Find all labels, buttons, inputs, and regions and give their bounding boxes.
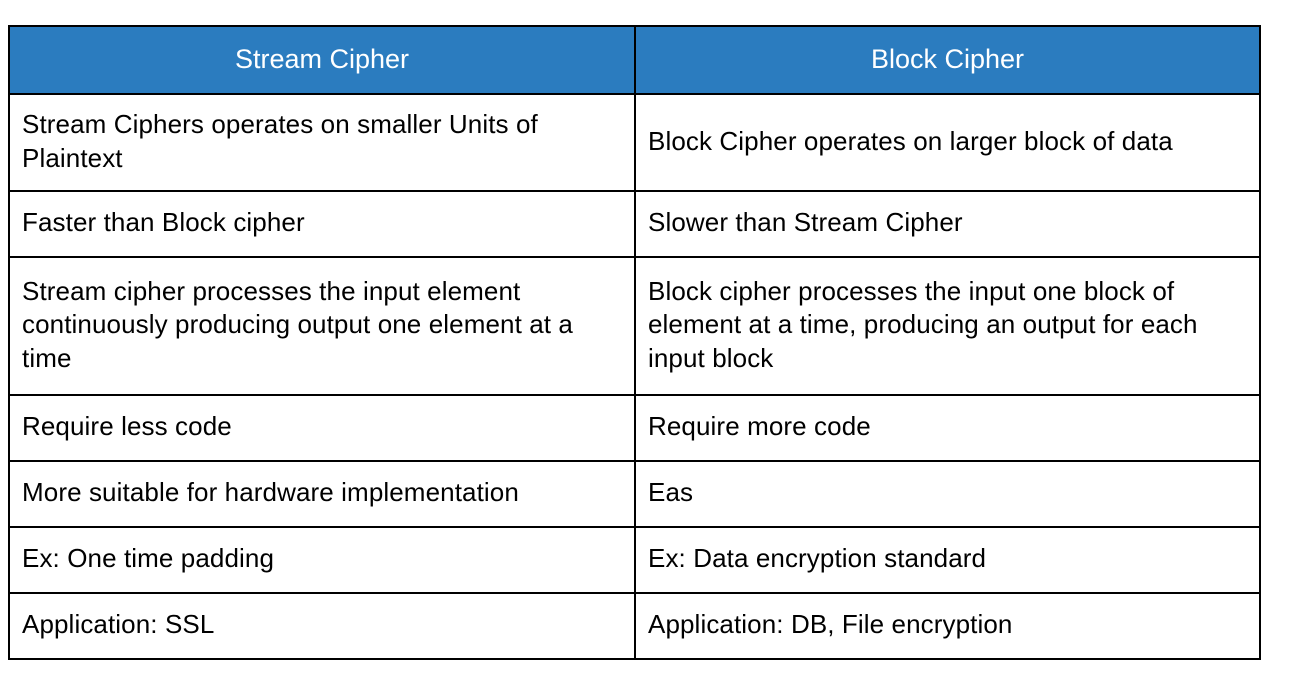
table-row: Faster than Block cipher Slower than Str… (8, 190, 1261, 258)
table-body: Stream Ciphers operates on smaller Units… (8, 93, 1261, 660)
cell-block-processing: Block cipher processes the input one blo… (634, 256, 1261, 396)
cell-stream-implementation: More suitable for hardware implementatio… (8, 460, 636, 528)
cell-stream-code-size: Require less code (8, 394, 636, 462)
table-header: Stream Cipher Block Cipher (8, 25, 1261, 95)
cell-block-speed: Slower than Stream Cipher (634, 190, 1261, 258)
table-row: Stream cipher processes the input elemen… (8, 256, 1261, 396)
cell-stream-operates-units: Stream Ciphers operates on smaller Units… (8, 93, 636, 192)
table-row: Application: SSL Application: DB, File e… (8, 592, 1261, 660)
cipher-comparison-table: Stream Cipher Block Cipher Stream Cipher… (8, 25, 1261, 660)
cell-block-example: Ex: Data encryption standard (634, 526, 1261, 594)
cell-stream-speed: Faster than Block cipher (8, 190, 636, 258)
cell-block-application: Application: DB, File encryption (634, 592, 1261, 660)
table-row: More suitable for hardware implementatio… (8, 460, 1261, 528)
column-header-block-cipher: Block Cipher (634, 25, 1261, 95)
cell-block-implementation: Eas (634, 460, 1261, 528)
cell-stream-processing: Stream cipher processes the input elemen… (8, 256, 636, 396)
table-row: Ex: One time padding Ex: Data encryption… (8, 526, 1261, 594)
table-row: Require less code Require more code (8, 394, 1261, 462)
column-header-stream-cipher: Stream Cipher (8, 25, 636, 95)
table-header-row: Stream Cipher Block Cipher (8, 25, 1261, 95)
cell-stream-example: Ex: One time padding (8, 526, 636, 594)
cell-block-code-size: Require more code (634, 394, 1261, 462)
cell-stream-application: Application: SSL (8, 592, 636, 660)
table-row: Stream Ciphers operates on smaller Units… (8, 93, 1261, 192)
cell-block-operates-blocks: Block Cipher operates on larger block of… (634, 93, 1261, 192)
